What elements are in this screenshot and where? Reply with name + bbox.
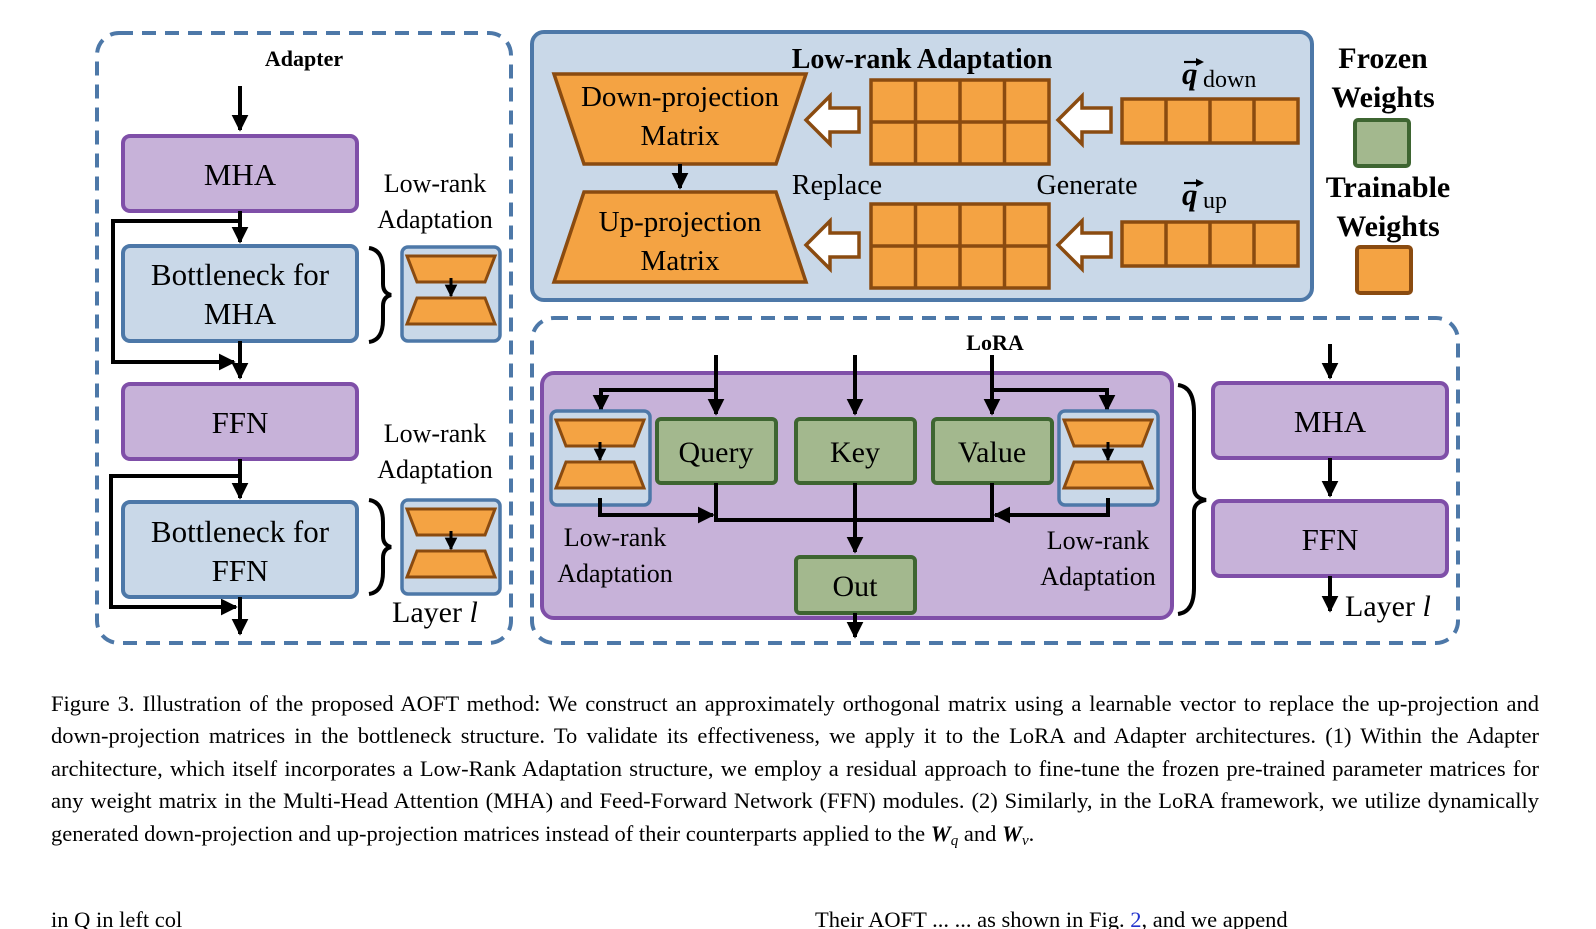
figure-caption: Figure 3. Illustration of the proposed A… [51, 691, 1540, 849]
generate-label: Generate [1036, 170, 1137, 201]
lora-lra-right-line2: Adaptation [1040, 562, 1156, 591]
lora-title: LoRA [966, 330, 1024, 355]
bottleneck-mha-line2: MHA [204, 296, 277, 331]
value-label: Value [958, 436, 1026, 469]
lora-lra-left-line2: Adaptation [557, 559, 673, 588]
legend-trainable-line2: Weights [1336, 210, 1439, 243]
lora-ffn-label: FFN [1302, 522, 1359, 557]
legend-frozen-swatch [1353, 118, 1411, 168]
adapter-panel [95, 31, 513, 645]
replace-label: Replace [792, 170, 882, 201]
adapter-residual-2 [109, 474, 240, 616]
up-proj-line1: Up-projection [599, 206, 762, 238]
adapter-title: Adapter [265, 46, 343, 71]
adapter-lra-1-line1: Low-rank [384, 169, 487, 198]
lora-lra-right-line1: Low-rank [1047, 526, 1150, 555]
next-body-text: in Q in left col Their AOFT ... ... as s… [51, 900, 1539, 929]
adapter-lra-2-line1: Low-rank [384, 419, 487, 448]
brace-2 [368, 498, 392, 596]
adapter-layer-label: Layer l [392, 596, 478, 629]
wv-symbol: Wv [1001, 820, 1029, 849]
svg-text:up: up [1203, 188, 1227, 214]
generate-arrow-2 [1055, 216, 1113, 274]
replace-arrow-2 [803, 216, 861, 274]
bottleneck-mha-line1: Bottleneck for [151, 257, 330, 292]
q-up-vector [1120, 220, 1300, 268]
legend-frozen-line2: Weights [1331, 81, 1434, 114]
svg-text:q: q [1182, 56, 1198, 91]
caption-text: Illustration of the proposed AOFT method… [51, 691, 1540, 846]
query-label: Query [679, 436, 754, 469]
adapter-mha-label: MHA [204, 157, 277, 192]
q-down-vector [1120, 97, 1300, 145]
brace-3 [1177, 383, 1207, 616]
out-label: Out [833, 570, 879, 603]
caption-label: Figure 3. [51, 691, 135, 716]
q-up-label: q up [1182, 177, 1227, 214]
adapter-ffn-label: FFN [212, 405, 269, 440]
adapter-lra-1-line2: Adaptation [377, 205, 493, 234]
svg-text:down: down [1203, 67, 1256, 93]
legend-trainable-swatch [1355, 245, 1413, 295]
up-projection-matrix [551, 190, 809, 284]
lora-layer-label: Layer l [1345, 590, 1431, 623]
figure-link[interactable]: 2 [1130, 907, 1142, 929]
down-projection-matrix [551, 72, 809, 166]
matrix-grid-up [869, 202, 1051, 290]
brace-1 [368, 246, 392, 344]
figure-diagram: Adapter MHA Bottleneck for MHA FFN Bottl… [95, 30, 1460, 645]
up-proj-line2: Matrix [641, 245, 720, 277]
adapter-lra-2-line2: Adaptation [377, 455, 493, 484]
lora-panel [530, 316, 1460, 645]
lora-lra-left-line1: Low-rank [564, 523, 667, 552]
adapter-residual-1 [111, 219, 240, 371]
generate-arrow-1 [1055, 91, 1113, 149]
bottleneck-ffn-line2: FFN [212, 553, 269, 588]
svg-text:q: q [1182, 177, 1198, 212]
q-down-label: q down [1182, 56, 1256, 93]
wq-symbol: Wq [930, 820, 959, 849]
legend-trainable-line1: Trainable [1326, 171, 1450, 204]
lora-mha-label: MHA [1294, 404, 1367, 439]
matrix-grid-down [869, 78, 1051, 166]
down-proj-line1: Down-projection [581, 81, 780, 113]
replace-arrow-1 [803, 91, 861, 149]
bottleneck-ffn-line1: Bottleneck for [151, 514, 330, 549]
key-label: Key [830, 436, 880, 469]
legend-frozen-line1: Frozen [1338, 42, 1428, 75]
lra-panel-title: Low-rank Adaptation [792, 44, 1053, 75]
down-proj-line2: Matrix [641, 120, 720, 152]
